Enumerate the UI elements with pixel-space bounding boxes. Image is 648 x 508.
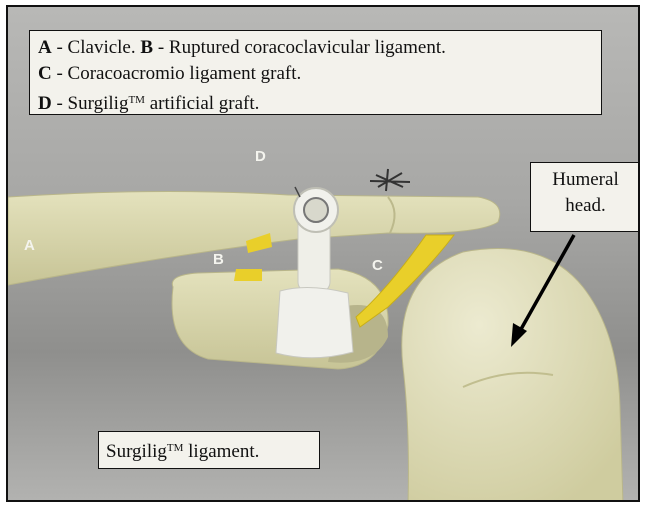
surgilig-band [276, 287, 353, 357]
surgilig-tm: TM [167, 442, 184, 454]
suture-mark [370, 169, 410, 191]
humeral-head-bone [402, 249, 623, 502]
illustration-frame: A B C D A - Clavicle. B - Ruptured corac… [6, 5, 640, 502]
legend-box: A - Clavicle. B - Ruptured coracoclavicu… [29, 30, 602, 115]
legend-key-b: B [140, 37, 153, 58]
legend-text-d-after: artificial graft. [145, 93, 259, 114]
humeral-head-callout: Humeral head. [530, 162, 640, 232]
label-b: B [213, 251, 224, 268]
humeral-line-1: Humeral [531, 167, 640, 193]
label-c: C [372, 257, 383, 274]
ruptured-ligament-lower [234, 269, 262, 281]
legend-line-c: C - Coracoacromio ligament graft. [38, 61, 591, 87]
legend-text-b: - Ruptured coracoclavicular ligament. [153, 37, 446, 58]
legend-tm-d: TM [128, 94, 145, 106]
humeral-line-2: head. [531, 193, 640, 219]
legend-text-c: - Coracoacromio ligament graft. [52, 63, 302, 84]
legend-line-ab: A - Clavicle. B - Ruptured coracoclavicu… [38, 35, 591, 61]
legend-text-a: - Clavicle. [52, 37, 141, 58]
legend-text-d-before: - Surgilig [52, 93, 129, 114]
surgilig-text: Surgilig [106, 441, 167, 462]
label-d: D [255, 148, 266, 165]
legend-line-d: D - SurgiligTM artificial graft. [38, 87, 591, 117]
legend-key-c: C [38, 63, 52, 84]
surgilig-text-after: ligament. [183, 441, 259, 462]
legend-key-d: D [38, 93, 52, 114]
legend-key-a: A [38, 37, 52, 58]
surgilig-callout: SurgiligTM ligament. [98, 431, 320, 469]
label-a: A [24, 237, 35, 254]
